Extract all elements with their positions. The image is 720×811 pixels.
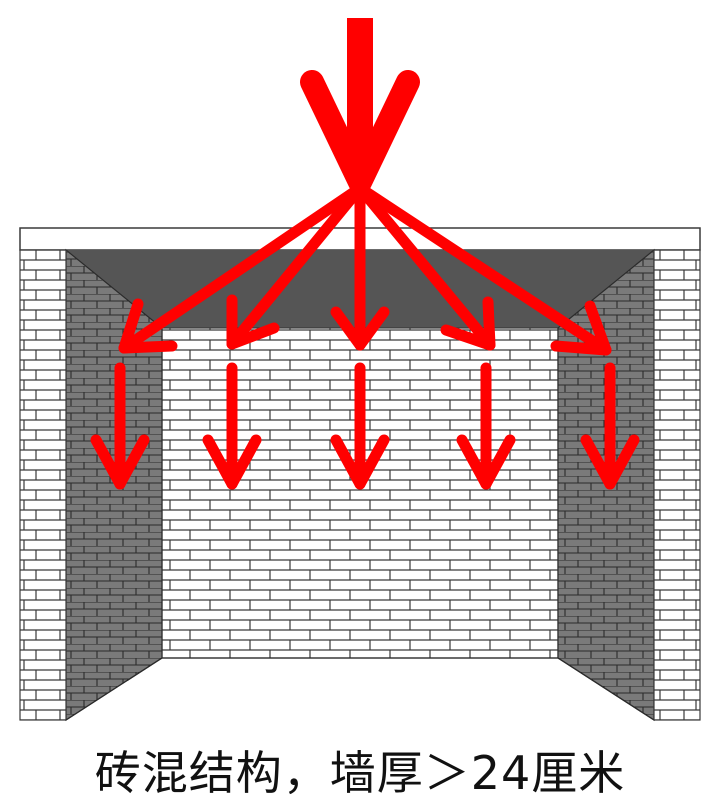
main-load-arrow-icon [300,18,420,194]
diagram-caption: 砖混结构，墙厚＞24厘米 [94,746,626,800]
right-wall-edge [653,249,701,721]
arrow-down-icon [330,362,390,490]
arrow-down-icon [90,362,150,490]
arrow-diagonal-icon [226,182,366,350]
floor-edge [65,657,655,721]
arrow-diagonal-icon [118,182,366,354]
arrow-down-icon [456,362,516,490]
arrow-diagonal-icon [330,182,390,351]
left-side-wall [65,248,163,722]
arrow-down-icon [202,362,262,490]
arrow-diagonal-icon [354,182,496,351]
wall-load-arrows [90,362,640,490]
arrow-down-icon [580,362,640,490]
arrow-diagonal-icon [354,182,612,356]
left-wall-edge [19,249,67,721]
spreading-arrows [118,182,612,356]
